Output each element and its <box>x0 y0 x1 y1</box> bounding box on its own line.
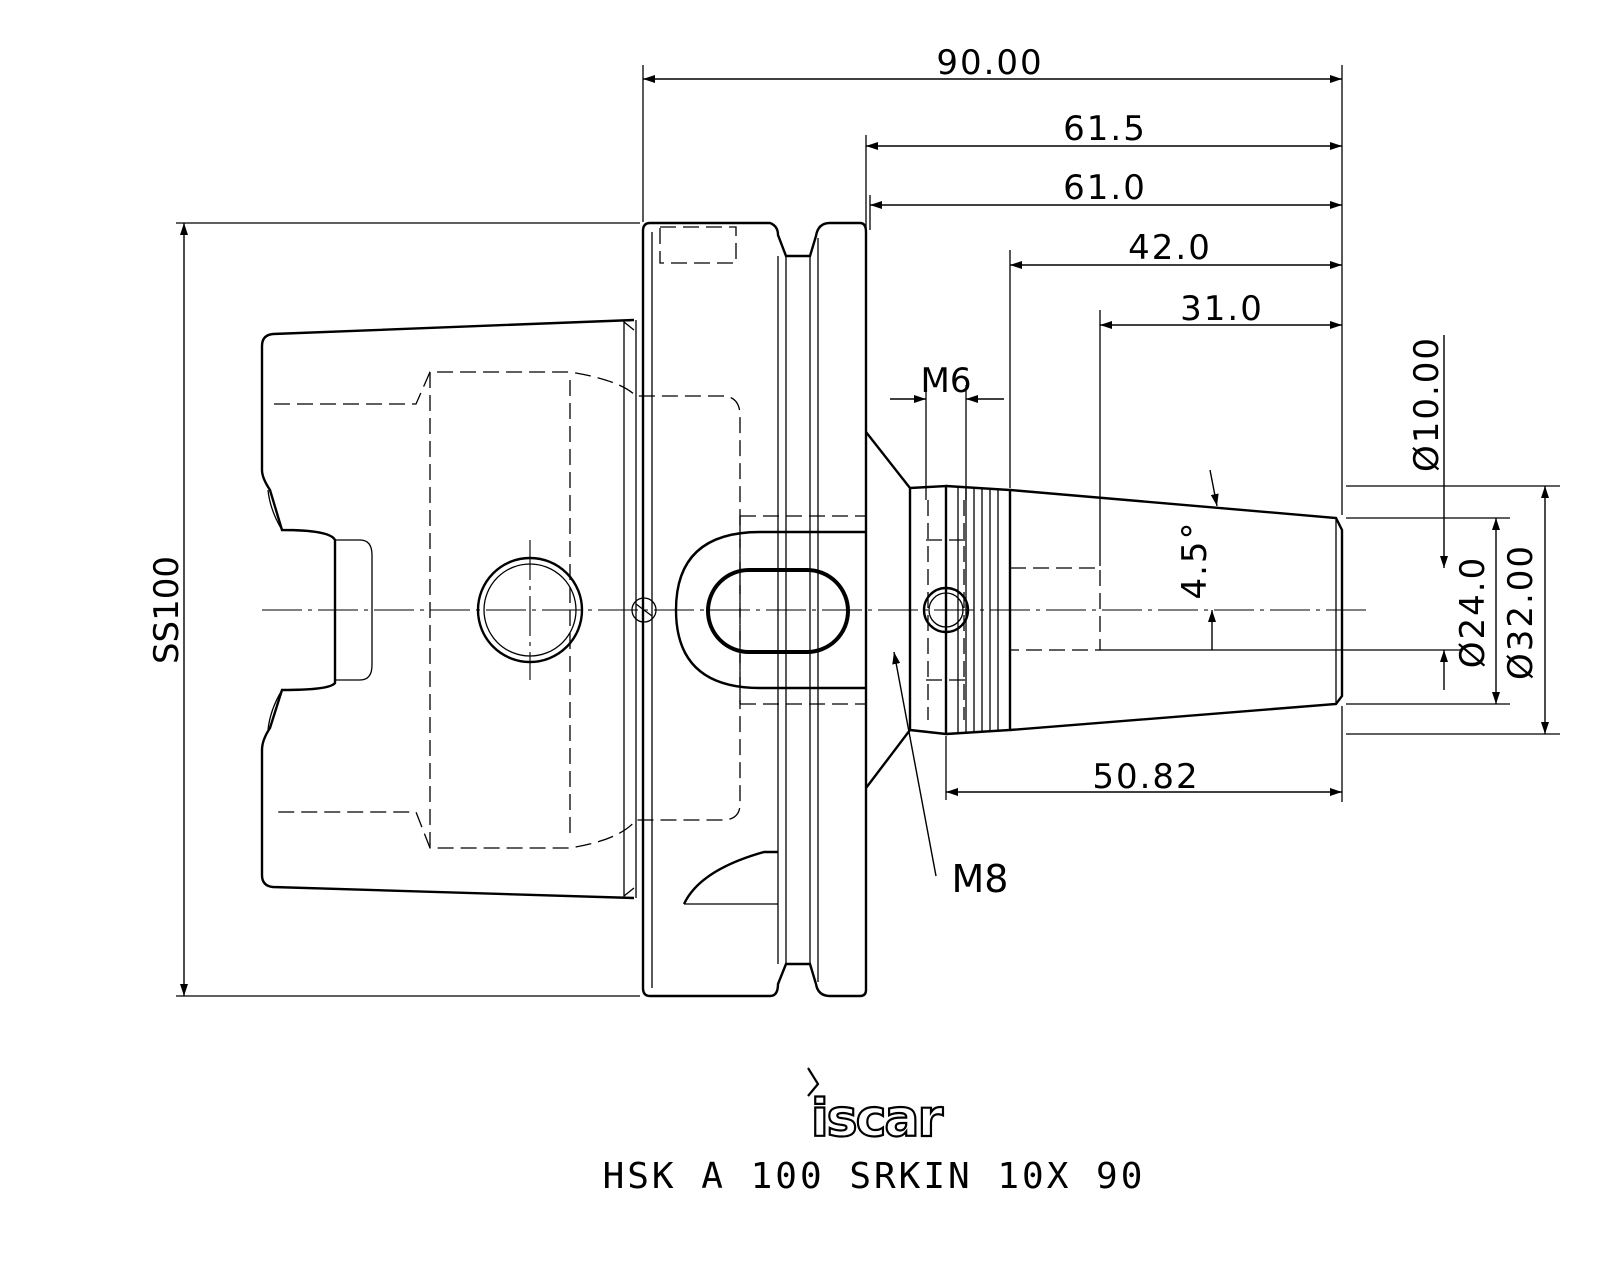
brand-logo: iscar <box>807 1067 947 1150</box>
dim-31: 31.0 <box>1180 289 1264 329</box>
tool-holder-body <box>260 221 1370 998</box>
dim-diameter-24: Ø24.0 <box>1453 556 1493 668</box>
dim-nose-length: 50.82 <box>1092 757 1199 797</box>
dimension-labels: 90.00 61.5 61.0 42.0 31.0 M6 M8 SS100 Ø1… <box>147 43 1541 901</box>
dim-61-5: 61.5 <box>1063 109 1147 149</box>
dim-diameter-32: Ø32.00 <box>1501 544 1541 680</box>
dim-42: 42.0 <box>1128 228 1212 268</box>
hsk-shank <box>260 318 637 900</box>
dimension-lines <box>176 65 1560 997</box>
dim-bore-diameter: Ø10.00 <box>1407 336 1447 472</box>
logo-text: iscar <box>811 1089 944 1149</box>
dim-overall-length: 90.00 <box>936 43 1043 83</box>
dim-angle: 4.5° <box>1175 520 1215 599</box>
dim-ss100: SS100 <box>147 556 187 664</box>
dim-61-0: 61.0 <box>1063 168 1147 208</box>
part-designation: HSK A 100 SRKIN 10X 90 <box>603 1156 1146 1197</box>
dim-m6: M6 <box>921 361 972 401</box>
dim-m8: M8 <box>952 857 1009 901</box>
